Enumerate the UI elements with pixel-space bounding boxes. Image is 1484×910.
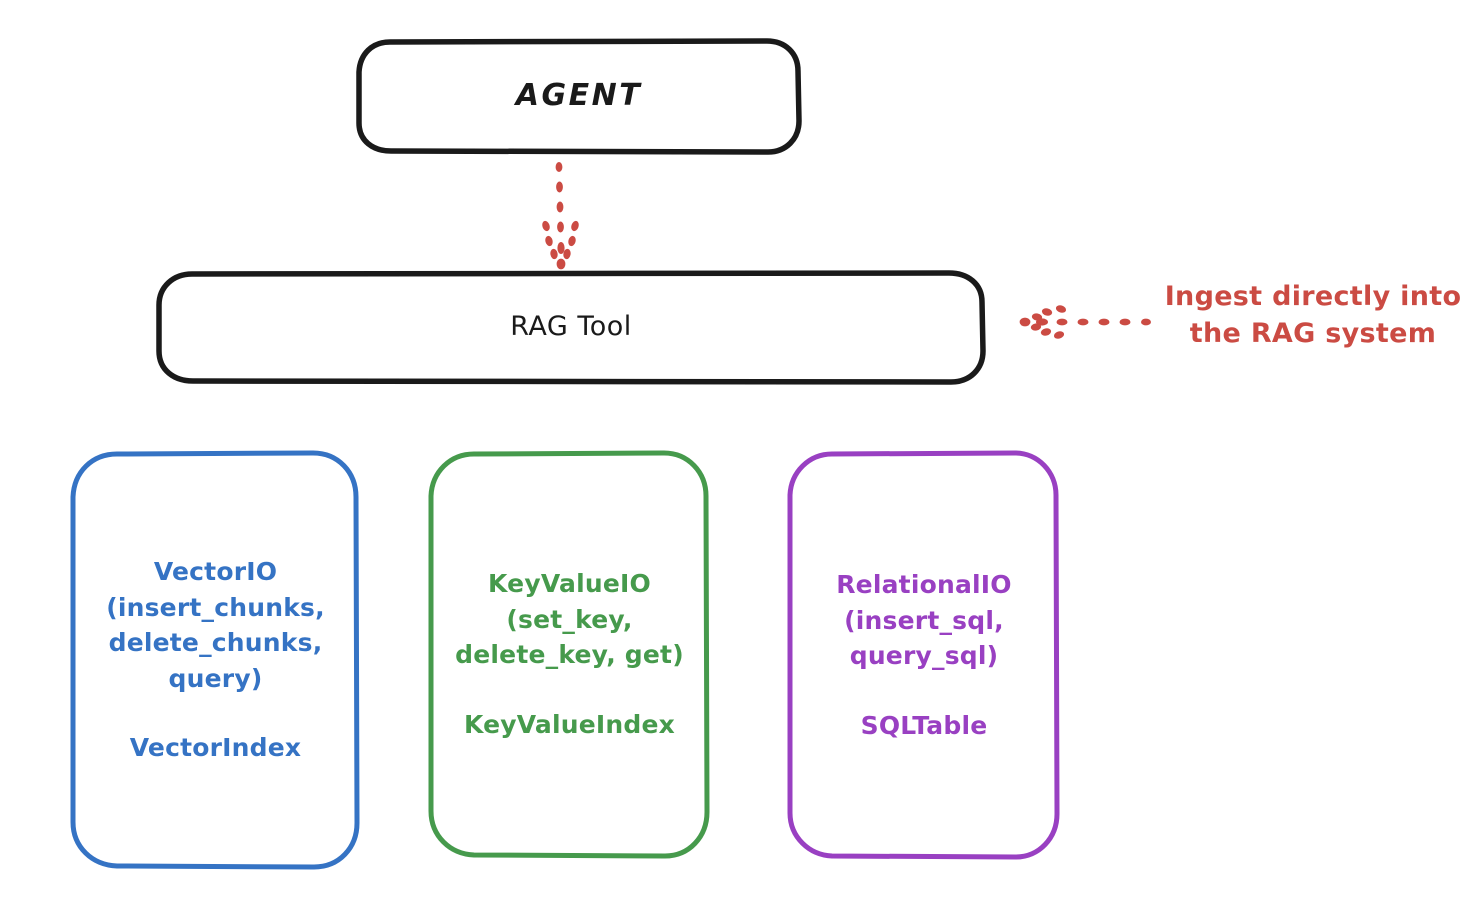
connector-ingest-arrow xyxy=(1019,305,1151,339)
relational-io-primary-label: RelationalIO (insert_sql, query_sql) xyxy=(836,570,1012,670)
vector-io-secondary-label: VectorIndex xyxy=(129,733,302,763)
key-value-io-secondary-label: KeyValueIndex xyxy=(463,709,676,739)
agent-label: AGENT xyxy=(515,78,643,114)
rag-tool-label: RAG Tool xyxy=(510,311,632,343)
relational-io-secondary-label: SQLTable xyxy=(860,710,988,740)
node-vector-io[interactable]: VectorIO (insert_chunks, delete_chunks, … xyxy=(69,450,362,870)
annotation-ingest-note: Ingest directly into the RAG system xyxy=(1164,281,1462,349)
node-relational-io[interactable]: RelationalIO (insert_sql, query_sql) SQL… xyxy=(786,450,1062,860)
node-key-value-io[interactable]: KeyValueIO (set_key, delete_key, get) Ke… xyxy=(427,450,712,859)
node-agent[interactable]: AGENT xyxy=(356,38,802,155)
node-rag-tool[interactable]: RAG Tool xyxy=(156,270,986,385)
vector-io-primary-label: VectorIO (insert_chunks, delete_chunks, … xyxy=(106,557,325,693)
connector-agent-to-rag-tool xyxy=(542,162,579,270)
key-value-io-primary-label: KeyValueIO (set_key, delete_key, get) xyxy=(455,569,684,669)
